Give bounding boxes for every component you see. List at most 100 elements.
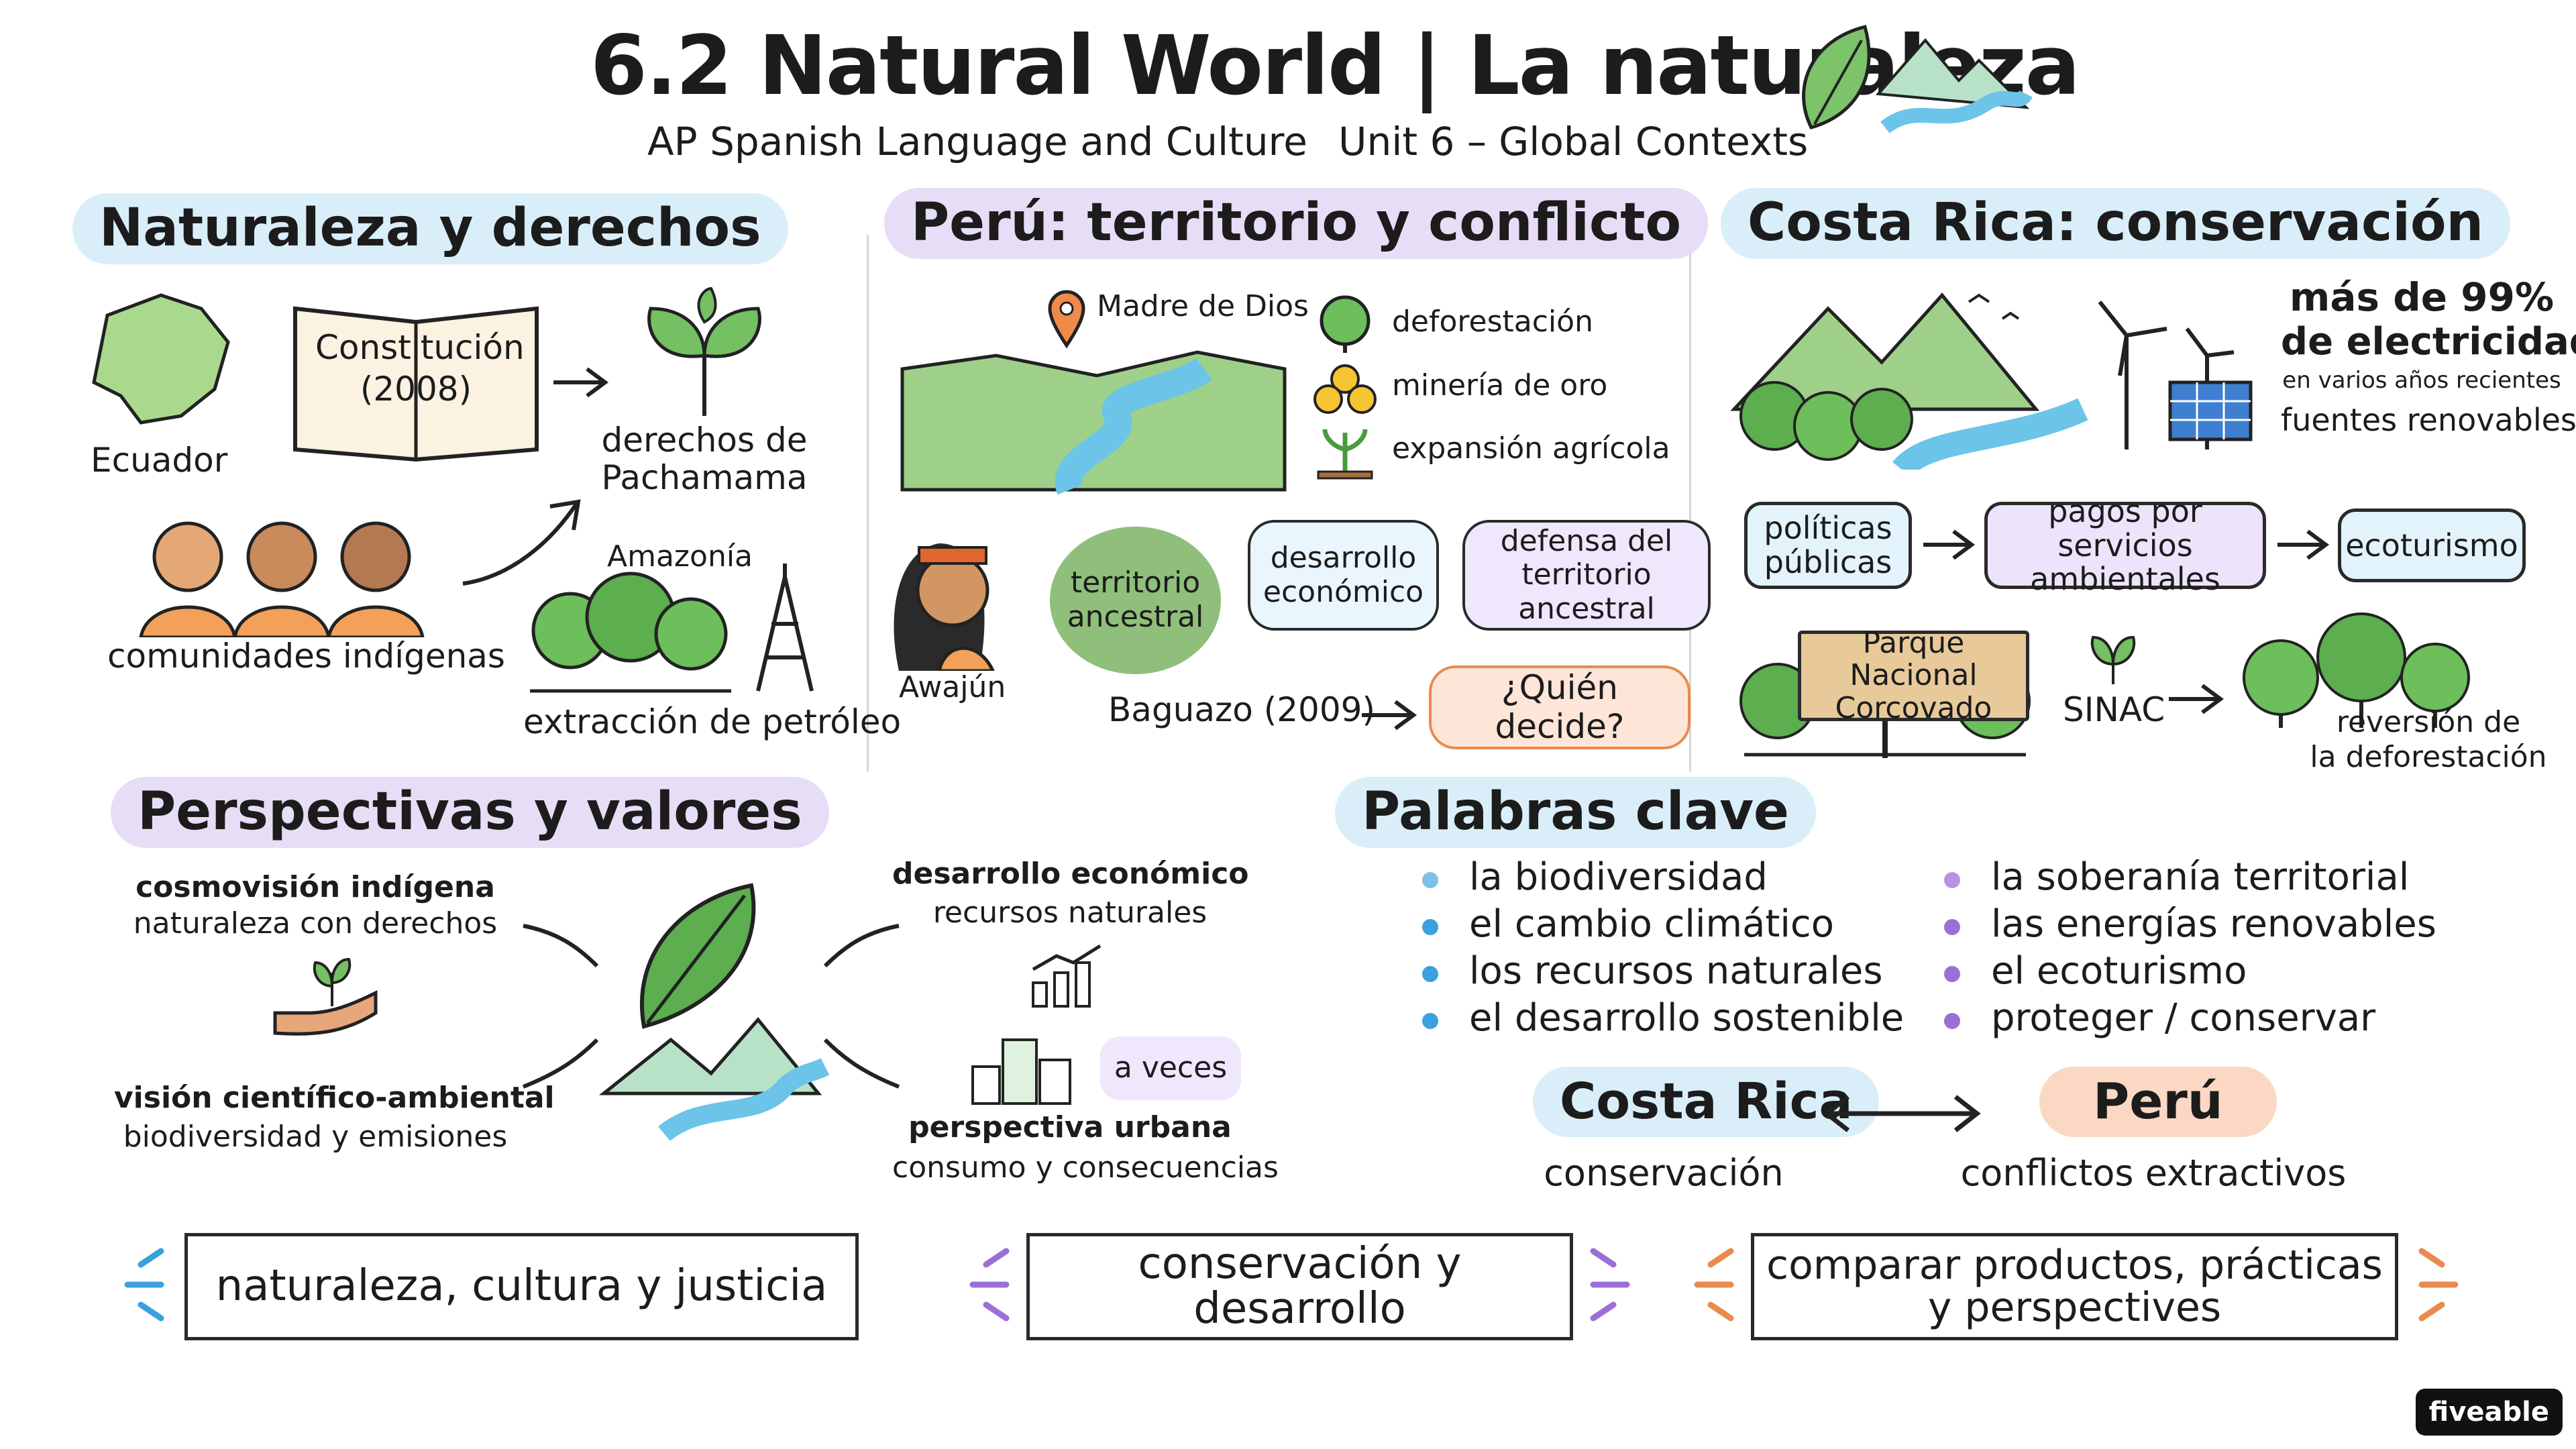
- unit-subtitle: Unit 6 – Global Contexts: [1338, 119, 1809, 164]
- peru-threat-deforestacion: deforestación: [1392, 305, 1593, 339]
- sparkle-lines-icon: [969, 1248, 1010, 1322]
- peru-pill: Perú: [2039, 1067, 2277, 1137]
- keyword-ecoturismo: el ecoturismo: [1991, 949, 2247, 993]
- column-divider: [1689, 235, 1691, 771]
- quien-decide-bubble: ¿Quién decide?: [1429, 665, 1690, 749]
- gold-nuggets-icon: [1313, 364, 1377, 414]
- consumo-label: consumo y consecuencias: [892, 1150, 1279, 1185]
- sprout-icon: [647, 286, 761, 416]
- amazonia-label: Amazonía: [607, 539, 753, 574]
- extraccion-label: extracción de petróleo: [523, 702, 902, 741]
- fuentes-label: fuentes renovables: [2281, 402, 2576, 438]
- arrow-right-icon: [553, 367, 609, 398]
- bullet-dot: [1422, 919, 1438, 935]
- section-title-palabras: Palabras clave: [1335, 777, 1816, 848]
- section-title-naturaleza: Naturaleza y derechos: [72, 193, 788, 264]
- central-leaf-landscape-icon: [522, 883, 900, 1140]
- perspectiva-urbana-label: perspectiva urbana: [908, 1110, 1232, 1144]
- column-divider: [867, 235, 869, 771]
- mas-99-label: más de 99%: [2289, 274, 2555, 320]
- bullet-dot: [1944, 966, 1960, 982]
- wind-solar-icon: [2098, 301, 2253, 449]
- arrow-up-right-icon: [462, 499, 581, 586]
- costa-rica-pill: Costa Rica: [1533, 1067, 1880, 1137]
- constitucion-label: Constitución: [315, 328, 525, 367]
- double-arrow-icon: [1823, 1095, 1981, 1132]
- amazon-forest-oil-icon: [530, 564, 814, 693]
- recientes-label: en varios años recientes: [2282, 367, 2561, 394]
- desarrollo-economico-label: desarrollo económico: [892, 857, 1249, 891]
- keyword-cambio-climatico: el cambio climático: [1469, 902, 1834, 946]
- comunidades-label: comunidades indígenas: [107, 637, 505, 676]
- ecuador-label: Ecuador: [91, 441, 228, 480]
- arrow-right-icon: [2169, 684, 2224, 714]
- river-valley-icon: [900, 350, 1287, 495]
- mountains-forest-river-icon: [1730, 292, 2088, 470]
- section-title-perspectivas: Perspectivas y valores: [111, 777, 829, 848]
- sparkle-lines-icon: [124, 1248, 164, 1322]
- growth-chart-icon: [1032, 944, 1102, 1008]
- arrow-right-icon: [1362, 700, 1417, 731]
- keyword-biodiversidad: la biodiversidad: [1469, 855, 1768, 899]
- peru-threat-agricola: expansión agrícola: [1392, 431, 1670, 466]
- bullet-dot: [1422, 872, 1438, 888]
- keyword-soberania: la soberanía territorial: [1991, 855, 2410, 899]
- madre-de-dios-label: Madre de Dios: [1097, 289, 1309, 323]
- constitucion-year: (2008): [360, 370, 472, 409]
- electricidad-label: de electricidad: [2281, 320, 2576, 364]
- bullet-dot: [1422, 966, 1438, 982]
- awajun-person-icon: [894, 543, 995, 671]
- brand-logo: fiveable: [2415, 1389, 2563, 1436]
- reforested-trees-icon: [2243, 612, 2470, 728]
- peru-threat-mineria: minería de oro: [1392, 368, 1608, 402]
- hand-sprout-icon: [273, 957, 378, 1036]
- sinac-label: SINAC: [2063, 690, 2165, 729]
- ecoturismo-tag: ecoturismo: [2338, 508, 2526, 582]
- location-pin-icon: [1048, 290, 1085, 349]
- recursos-naturales-label: recursos naturales: [932, 896, 1208, 930]
- sparkle-lines-icon: [1694, 1248, 1734, 1322]
- footer-theme-box-1: naturaleza, cultura y justicia: [184, 1233, 859, 1340]
- costa-rica-sub: conservación: [1544, 1152, 1784, 1194]
- constitution-book-icon: [293, 306, 539, 462]
- indigenous-people-icon: [139, 521, 425, 637]
- biodiversidad-emisiones-label: biodiversidad y emisiones: [123, 1120, 508, 1154]
- cosmovision-label: cosmovisión indígena: [136, 870, 495, 904]
- section-title-costarica: Costa Rica: conservación: [1721, 188, 2511, 259]
- bullet-dot: [1422, 1013, 1438, 1029]
- ecuador-map-icon: [92, 293, 230, 425]
- tree-icon: [1320, 295, 1371, 353]
- keyword-proteger: proteger / conservar: [1991, 996, 2376, 1040]
- baguazo-label: Baguazo (2009): [1108, 690, 1375, 729]
- derechos-label-2: Pachamama: [601, 458, 808, 497]
- sparkle-lines-icon: [1590, 1248, 1630, 1322]
- a-veces-bubble: a veces: [1100, 1036, 1241, 1100]
- peru-sub: conflictos extractivos: [1960, 1152, 2347, 1194]
- awajun-label: Awajún: [899, 670, 1006, 704]
- crop-plant-icon: [1317, 429, 1373, 480]
- keyword-energias: las energías renovables: [1991, 902, 2436, 946]
- sinac-leaf-icon: [2090, 635, 2136, 684]
- arrow-right-icon: [1923, 529, 1976, 560]
- keyword-recursos-naturales: los recursos naturales: [1469, 949, 1883, 993]
- section-title-peru: Perú: territorio y conflicto: [884, 188, 1709, 259]
- bullet-dot: [1944, 919, 1960, 935]
- reversion-label-2: la deforestación: [2310, 740, 2547, 774]
- bullet-dot: [1944, 1013, 1960, 1029]
- keyword-desarrollo-sostenible: el desarrollo sostenible: [1469, 996, 1904, 1040]
- leaf-mountain-river-icon: [1802, 24, 2033, 133]
- bullet-dot: [1944, 872, 1960, 888]
- course-subtitle: AP Spanish Language and Culture: [647, 119, 1307, 164]
- footer-theme-box-2: conservación y desarrollo: [1026, 1233, 1573, 1340]
- city-buildings-icon: [971, 1038, 1071, 1105]
- vision-cientifica-label: visión científico-ambiental: [114, 1081, 555, 1115]
- naturaleza-derechos-label: naturaleza con derechos: [133, 906, 498, 941]
- derechos-label-1: derechos de: [601, 421, 808, 460]
